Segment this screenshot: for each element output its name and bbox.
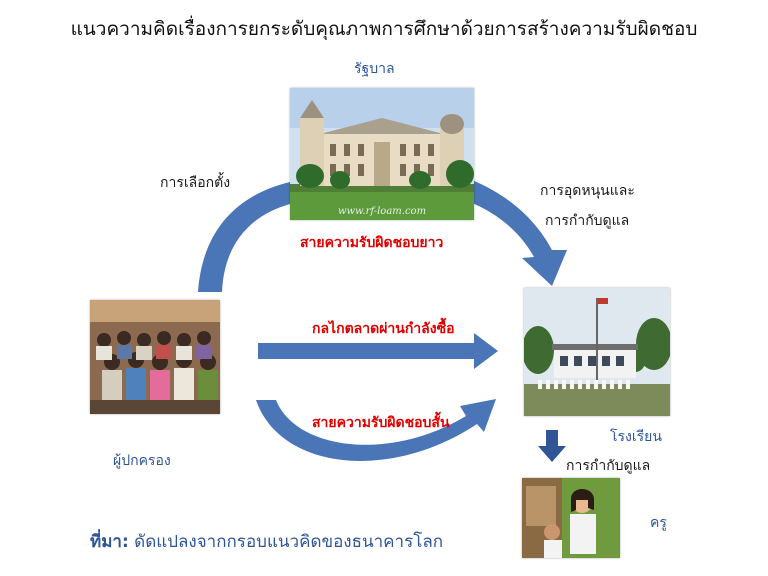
watermark-text: www.rf-loam.com xyxy=(338,206,426,217)
long-route-label: สายความรับผิดชอบยาว xyxy=(300,235,444,251)
arrow-supervision xyxy=(538,430,566,462)
parents-photo xyxy=(90,300,220,414)
source-line: ที่มา: ดัดแปลงจากกรอบแนวคิดของธนาคารโลก xyxy=(90,528,443,555)
arrow-support xyxy=(472,180,567,286)
source-label: ที่มา: xyxy=(90,532,129,552)
government-house-photo: www.rf-loam.com xyxy=(290,88,474,220)
teacher-photo xyxy=(522,478,620,558)
school-illustration xyxy=(524,288,670,416)
arrow-market xyxy=(258,333,498,369)
market-label: กลไกตลาดผ่านกำลังซื้อ xyxy=(312,321,455,337)
supervision-label: การกำกับดูแล xyxy=(566,458,651,474)
arrow-short-route xyxy=(256,399,496,461)
parents-label: ผู้ปกครอง xyxy=(113,453,171,469)
school-label: โรงเรียน xyxy=(610,429,662,445)
teacher-illustration xyxy=(522,478,620,558)
support-label-line2: การกำกับดูแล xyxy=(545,213,630,229)
support-label-line1: การอุดหนุนและ xyxy=(540,183,635,199)
government-house-illustration: www.rf-loam.com xyxy=(290,88,474,220)
arrow-election xyxy=(198,182,290,292)
school-photo xyxy=(524,288,670,416)
teacher-label: ครู xyxy=(650,515,667,531)
short-route-label: สายความรับผิดชอบสั้น xyxy=(312,415,450,431)
election-label: การเลือกตั้ง xyxy=(160,175,231,191)
audience-illustration xyxy=(90,300,220,414)
source-text: ดัดแปลงจากกรอบแนวคิดของธนาคารโลก xyxy=(134,532,444,552)
government-label: รัฐบาล xyxy=(354,61,395,77)
page-title: แนวความคิดเรื่องการยกระดับคุณภาพการศึกษา… xyxy=(70,18,698,40)
